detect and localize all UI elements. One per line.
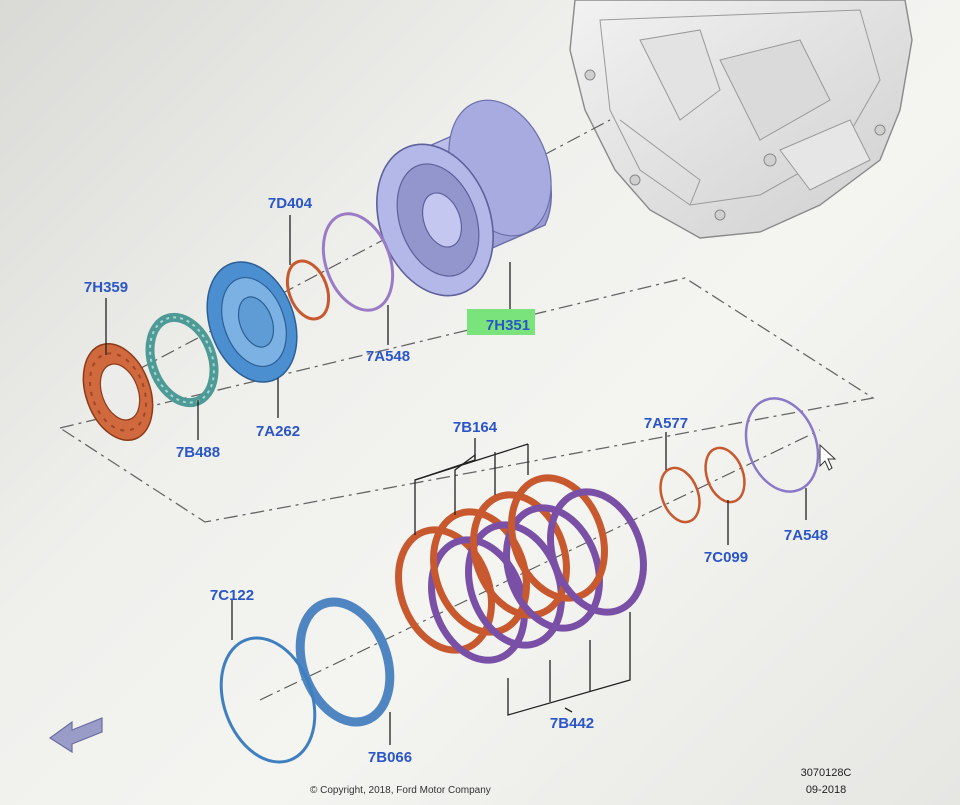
drawing-number: 3070128C xyxy=(801,767,852,779)
label-7h351[interactable]: 7H351 xyxy=(486,317,530,334)
left-arrow-icon[interactable] xyxy=(48,717,103,754)
ring-7a548-top xyxy=(321,212,395,312)
plate-7b066 xyxy=(295,597,395,727)
label-7c122[interactable]: 7C122 xyxy=(210,587,254,604)
transmission-case xyxy=(569,0,913,239)
selected-part-highlight xyxy=(467,309,535,335)
label-7b442[interactable]: 7B442 xyxy=(550,715,594,732)
ring-7d404 xyxy=(285,259,331,321)
plate-7h359 xyxy=(82,343,154,441)
ring-7a577 xyxy=(659,466,701,524)
spring-7b488 xyxy=(145,312,219,408)
label-7a548-right[interactable]: 7A548 xyxy=(784,527,828,544)
label-7c099[interactable]: 7C099 xyxy=(704,549,748,566)
label-7a262[interactable]: 7A262 xyxy=(256,423,300,440)
label-7b164[interactable]: 7B164 xyxy=(453,419,498,436)
piston-7a262 xyxy=(206,261,298,383)
group-frame xyxy=(58,277,875,523)
label-7b488[interactable]: 7B488 xyxy=(176,444,220,461)
leader-lines xyxy=(105,215,807,745)
label-7a548-top[interactable]: 7A548 xyxy=(366,348,410,365)
copyright-text: © Copyright, 2018, Ford Motor Company xyxy=(310,785,491,796)
drawing-date: 09-2018 xyxy=(806,784,846,796)
center-axis-lower xyxy=(259,429,821,701)
ring-7a548-right xyxy=(744,397,820,493)
label-7d404[interactable]: 7D404 xyxy=(268,195,313,212)
ring-7c122 xyxy=(219,636,317,764)
label-7h359[interactable]: 7H359 xyxy=(84,279,128,296)
label-7a577[interactable]: 7A577 xyxy=(644,415,688,432)
drum-7h351 xyxy=(376,99,553,297)
clutch-pack xyxy=(395,474,647,664)
mouse-cursor-icon xyxy=(819,443,837,471)
label-7b066[interactable]: 7B066 xyxy=(368,749,412,766)
ring-7c099 xyxy=(704,446,746,504)
